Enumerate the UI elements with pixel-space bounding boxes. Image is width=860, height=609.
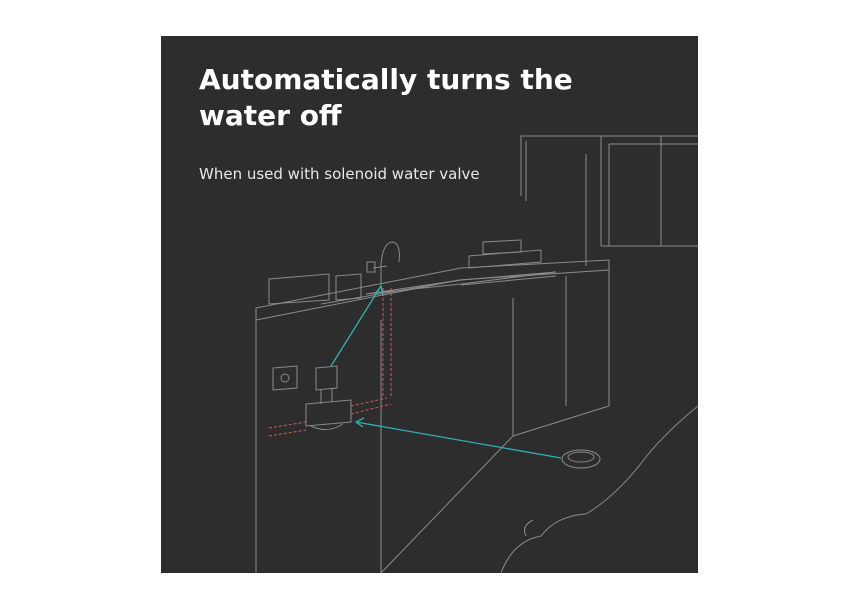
bathroom-illustration: [255, 135, 698, 573]
hero-panel: Automatically turns the water off When u…: [161, 36, 698, 573]
faucet-icon: [366, 236, 406, 292]
smart-plug-icon: [271, 364, 299, 392]
water-leak-sensor-icon: [560, 448, 602, 470]
headline: Automatically turns the water off: [199, 63, 573, 132]
subtitle: When used with solenoid water valve: [199, 165, 480, 183]
solenoid-valve-icon: [304, 364, 354, 434]
